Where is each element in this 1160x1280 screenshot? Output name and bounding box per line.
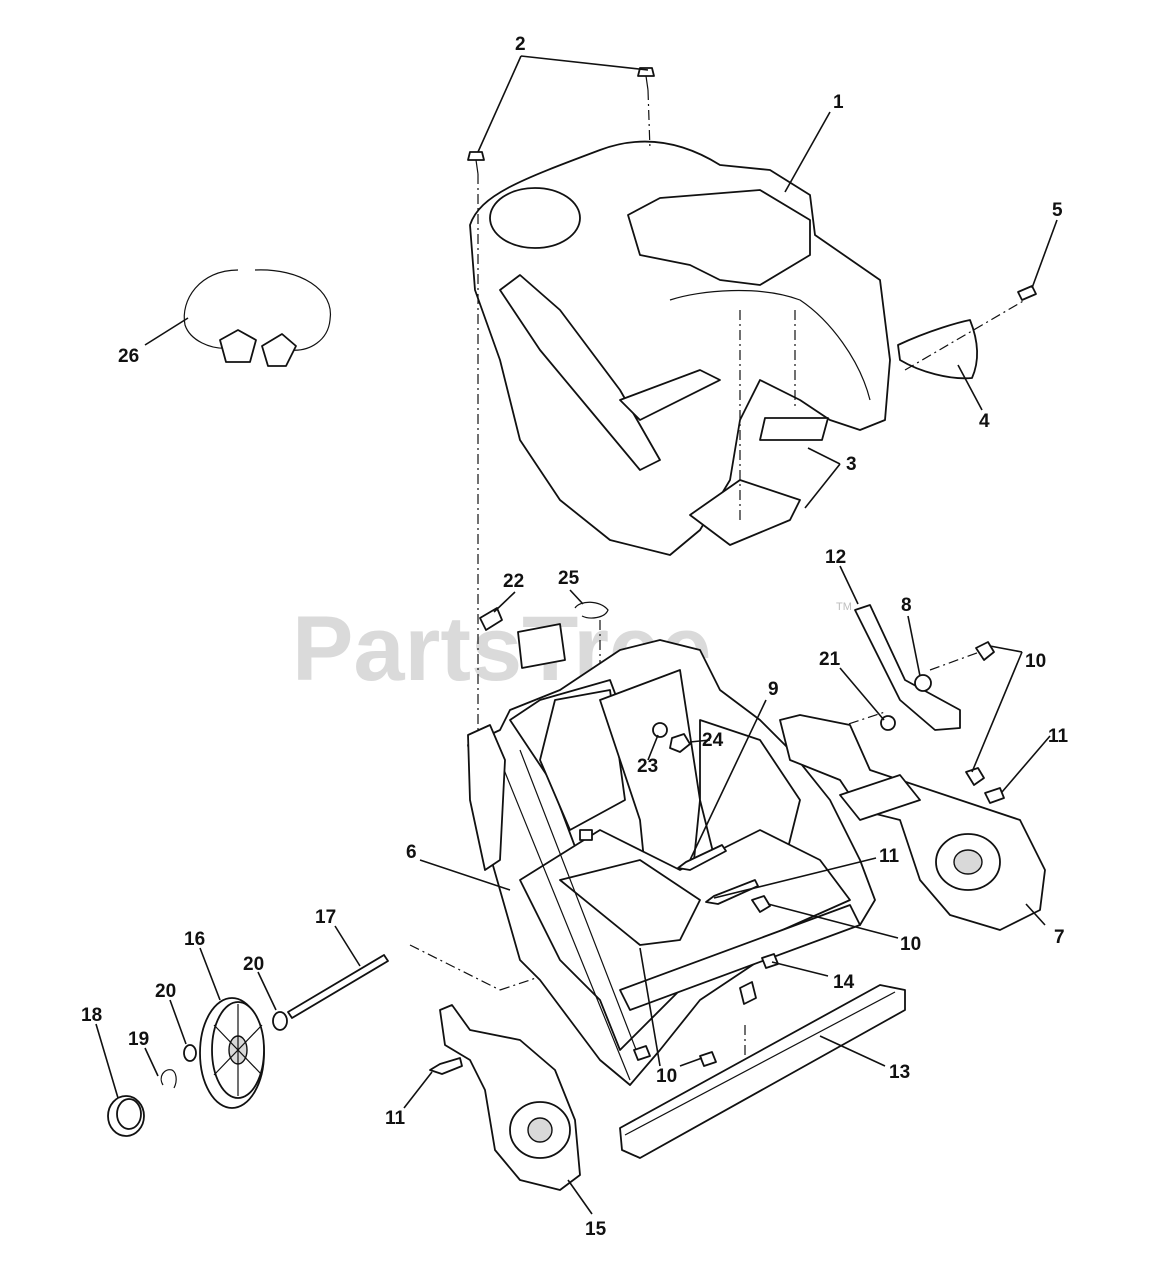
wheel-icon [199, 997, 265, 1109]
callout-4: 4 [979, 411, 990, 432]
nut-icon [965, 767, 985, 786]
callout-5: 5 [1052, 200, 1063, 221]
callout-9: 9 [768, 679, 779, 700]
bracket-plate [897, 319, 978, 380]
bolt-icon [984, 787, 1005, 804]
switch-box [517, 623, 566, 669]
side-bracket [854, 604, 961, 731]
watermark-tm: TM [836, 601, 852, 613]
callout-1: 1 [833, 92, 844, 113]
callout-23: 23 [637, 756, 658, 777]
nut-icon [699, 1051, 717, 1067]
callout-10a: 10 [1025, 651, 1046, 672]
washer-icon [272, 1011, 288, 1031]
retaining-ring-icon [160, 1069, 177, 1089]
callout-12: 12 [825, 547, 846, 568]
callout-3: 3 [846, 454, 857, 475]
scraper-bar [619, 984, 906, 1159]
callout-11a: 11 [1048, 726, 1069, 747]
clip-icon [739, 981, 757, 1005]
shroud-housing [469, 140, 891, 556]
callout-10c: 10 [656, 1066, 677, 1087]
axle [287, 954, 389, 1019]
washer-icon [183, 1044, 197, 1062]
callout-19: 19 [128, 1029, 149, 1050]
callout-22: 22 [503, 571, 524, 592]
callout-8: 8 [901, 595, 912, 616]
side-cover-right [779, 714, 1046, 931]
bolt-icon [677, 844, 727, 871]
washer-icon [652, 722, 668, 738]
callout-16: 16 [184, 929, 205, 950]
callout-10b: 10 [900, 934, 921, 955]
callout-labels: 1 2 3 4 5 6 7 8 9 10 10 10 11 11 11 12 1… [81, 34, 1069, 1240]
callout-24: 24 [702, 730, 724, 751]
bolt-icon [429, 1057, 463, 1075]
nut-icon [975, 641, 995, 661]
callout-14: 14 [833, 972, 855, 993]
callout-20b: 20 [155, 981, 176, 1002]
callout-11c: 11 [385, 1108, 406, 1129]
callout-7: 7 [1054, 927, 1065, 948]
callout-13: 13 [889, 1062, 910, 1083]
nut-icon [669, 733, 691, 753]
callout-6: 6 [406, 842, 417, 863]
callout-18: 18 [81, 1005, 102, 1026]
main-frame [467, 639, 876, 1086]
screw-icon [1017, 285, 1037, 301]
spacer-icon [914, 674, 932, 692]
leader-lines [95, 55, 1058, 1215]
bolt-icon [705, 879, 759, 905]
callout-20a: 20 [243, 954, 264, 975]
nut-icon [633, 1045, 651, 1061]
callout-21: 21 [819, 649, 841, 670]
callout-2: 2 [515, 34, 526, 55]
screw-icon [479, 607, 503, 631]
callout-26: 26 [118, 346, 139, 367]
callout-11b: 11 [879, 846, 900, 867]
callout-25: 25 [558, 568, 580, 589]
power-cord-icon [183, 269, 331, 367]
callout-15: 15 [585, 1219, 607, 1240]
hubcap-icon [107, 1095, 145, 1137]
nut-icon [751, 895, 771, 913]
side-cover-left [439, 1004, 581, 1191]
callout-17: 17 [315, 907, 336, 928]
